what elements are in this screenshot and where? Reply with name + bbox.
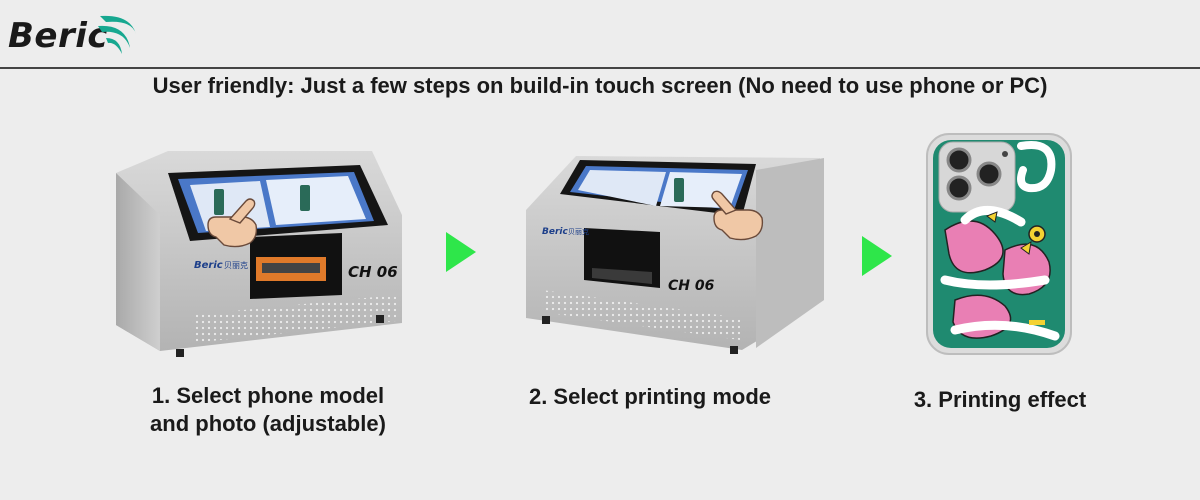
play-arrow-icon-2: [862, 236, 892, 276]
step-1-caption: 1. Select phone model and photo (adjusta…: [118, 382, 418, 438]
printer-brand-label: Beric: [194, 260, 223, 271]
logo-text: Beric: [8, 16, 109, 56]
printer-brand-cn-2: 贝丽克: [568, 228, 589, 236]
printer-illustration-step-1: Beric 贝丽克 CH 06: [116, 151, 402, 357]
step-2-caption: 2. Select printing mode: [500, 383, 800, 411]
step-2-caption-line-1: 2. Select printing mode: [528, 384, 772, 409]
printer-model-label-2: CH 06: [668, 278, 715, 294]
printer-brand-cn: 贝丽克: [224, 261, 248, 270]
logo-swoosh-icon: [98, 15, 136, 54]
play-arrow-icon: [446, 232, 476, 272]
step-3-caption-line-1: 3. Printing effect: [913, 387, 1087, 412]
header-divider: [0, 67, 1200, 69]
step-1-caption-line-2: and photo (adjustable): [150, 411, 386, 436]
hand-pointer-icon: [207, 198, 258, 248]
brand-logo: Beric: [8, 10, 143, 60]
printer-brand-label-2: Beric: [542, 227, 568, 237]
printer-illustration-step-2: Beric 贝丽克 CH 06: [526, 156, 824, 354]
hand-pointer-icon-2: [711, 190, 764, 241]
headline: User friendly: Just a few steps on build…: [152, 73, 1048, 98]
printed-phone-case: [926, 133, 1072, 355]
printer-model-label: CH 06: [348, 263, 398, 281]
step-1-caption-line-1: 1. Select phone model: [151, 383, 385, 408]
step-3-caption: 3. Printing effect: [880, 386, 1120, 414]
